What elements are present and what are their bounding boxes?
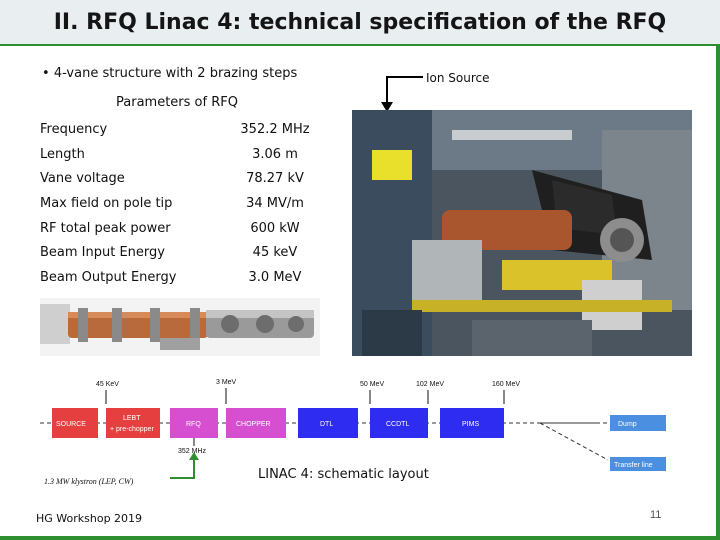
param-value: 600 kW (250, 221, 300, 236)
energy-label: 45 KeV (96, 381, 119, 388)
chopper-block (226, 408, 286, 438)
rfq-block (170, 408, 218, 438)
dump-block (610, 415, 666, 431)
energy-label: 3 MeV (216, 379, 237, 386)
page-number: 11 (650, 509, 662, 521)
param-row: Vane voltage 78.27 kV (40, 171, 330, 191)
freq-label: 352 MHz (178, 448, 207, 455)
energy-label: 160 MeV (492, 381, 520, 388)
dtl-label: DTL (320, 421, 333, 428)
param-name: Length (40, 147, 85, 162)
param-value: 34 MV/m (246, 196, 304, 211)
param-row: Beam Input Energy 45 keV (40, 245, 330, 265)
param-value: 352.2 MHz (240, 122, 310, 137)
dtl-block (298, 408, 358, 438)
ccdtl-block (370, 408, 428, 438)
param-name: Beam Input Energy (40, 245, 165, 260)
pims-label: PIMS (462, 421, 479, 428)
footer-text: HG Workshop 2019 (36, 512, 143, 525)
lebt-label: LEBT (123, 415, 141, 422)
dump-label: Dump (618, 421, 637, 428)
ion-source-photo (352, 110, 692, 356)
param-value: 78.27 kV (246, 171, 304, 186)
pims-block (440, 408, 504, 438)
energy-label: 50 MeV (360, 381, 384, 388)
klystron-label: 1.3 MW klystron (LEP, CW) (44, 477, 134, 486)
bullet-item: • 4-vane structure with 2 brazing steps (42, 66, 298, 81)
param-row: Beam Output Energy 3.0 MeV (40, 270, 330, 290)
energy-label: 102 MeV (416, 381, 444, 388)
param-row: Frequency 352.2 MHz (40, 122, 330, 142)
param-row: Length 3.06 m (40, 147, 330, 167)
param-name: Max field on pole tip (40, 196, 173, 211)
chopper-label: CHOPPER (236, 421, 271, 428)
param-value: 45 keV (252, 245, 298, 260)
transfer-block (610, 457, 666, 471)
right-border (716, 44, 720, 540)
param-name: Frequency (40, 122, 108, 137)
rfq-label: RFQ (186, 421, 201, 428)
linac4-schematic: 45 KeV 3 MeV 50 MeV 102 MeV 160 MeV SOUR… (40, 379, 666, 486)
param-name: RF total peak power (40, 221, 171, 236)
param-value: 3.0 MeV (248, 270, 302, 285)
ccdtl-label: CCDTL (386, 421, 409, 428)
param-row: Max field on pole tip 34 MV/m (40, 196, 330, 216)
prechopper-label: + pre-chopper (110, 426, 154, 433)
params-heading: Parameters of RFQ (116, 95, 238, 110)
ion-source-label: Ion Source (426, 71, 490, 85)
title-bar: II. RFQ Linac 4: technical specification… (0, 0, 720, 46)
rfq-photo (40, 298, 320, 356)
transfer-label: Transfer line (614, 462, 653, 469)
source-block (52, 408, 98, 438)
bullet-text: 4-vane structure with 2 brazing steps (53, 66, 298, 81)
source-label: SOURCE (56, 421, 86, 428)
ion-source-arrow (381, 76, 423, 112)
param-name: Vane voltage (40, 171, 125, 186)
schematic-caption: LINAC 4: schematic layout (258, 467, 429, 482)
param-value: 3.06 m (252, 147, 298, 162)
slide-title: II. RFQ Linac 4: technical specification… (53, 9, 667, 35)
bottom-border (0, 536, 720, 540)
param-row: RF total peak power 600 kW (40, 221, 330, 241)
lebt-block (106, 408, 160, 438)
param-name: Beam Output Energy (40, 270, 177, 285)
